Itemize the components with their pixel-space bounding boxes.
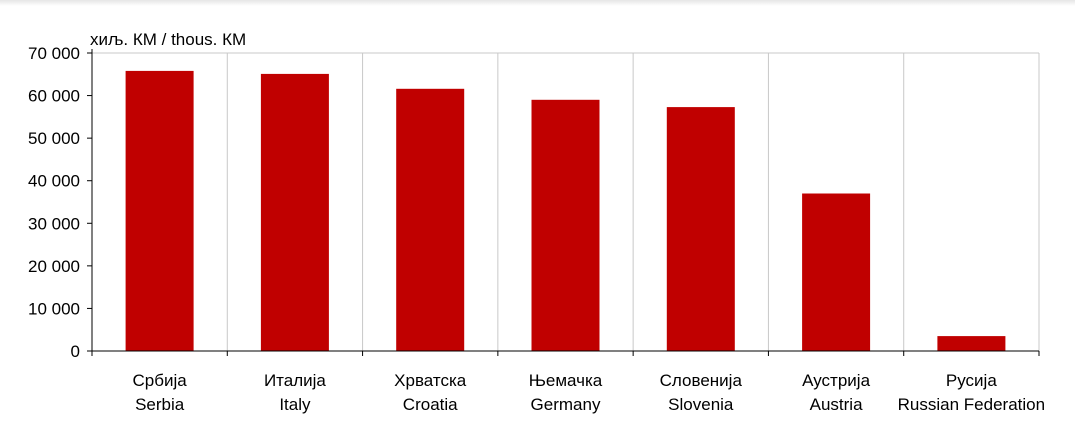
axis-layer: 0 10 000 20 000 30 000 40 000 50 000 60 000 70 … <box>28 44 1045 414</box>
category-label-english: Slovenia <box>668 395 734 414</box>
bar-italy <box>260 73 329 352</box>
bar-slovenia <box>666 107 735 351</box>
y-tick-label: 20 000 <box>28 257 80 276</box>
category-label-local: Русија <box>946 371 997 390</box>
category-label-local: Хрватска <box>394 371 467 390</box>
category-label-english: Germany <box>531 395 601 414</box>
category-label-local: Аустрија <box>802 371 870 390</box>
bar-serbia <box>125 70 194 352</box>
top-rule <box>0 0 1075 6</box>
y-tick-label: 50 000 <box>28 129 80 148</box>
bar-austria <box>802 193 871 351</box>
category-label-english: Serbia <box>135 395 185 414</box>
y-tick-label: 30 000 <box>28 214 80 233</box>
category-label-local: Словенија <box>660 371 743 390</box>
y-tick-label: 40 000 <box>28 172 80 191</box>
y-tick-label: 70 000 <box>28 44 80 63</box>
category-label-english: Croatia <box>403 395 458 414</box>
category-label-local: Њемачка <box>529 371 603 390</box>
bar-layer <box>125 70 1006 352</box>
unit-label: хиљ. КМ / thous. КМ <box>90 30 246 49</box>
category-label-english: Italy <box>279 395 311 414</box>
y-tick-label: 0 <box>71 342 80 361</box>
bar-croatia <box>396 88 465 352</box>
y-tick-label: 10 000 <box>28 299 80 318</box>
category-label-english: Austria <box>810 395 863 414</box>
y-tick-label: 60 000 <box>28 87 80 106</box>
category-label-local: Италија <box>264 371 326 390</box>
bar-russian-federation <box>937 336 1006 351</box>
category-label-english: Russian Federation <box>898 395 1045 414</box>
category-label-local: Србија <box>133 371 188 390</box>
bar-germany <box>531 99 600 351</box>
grid-layer <box>92 52 1040 351</box>
